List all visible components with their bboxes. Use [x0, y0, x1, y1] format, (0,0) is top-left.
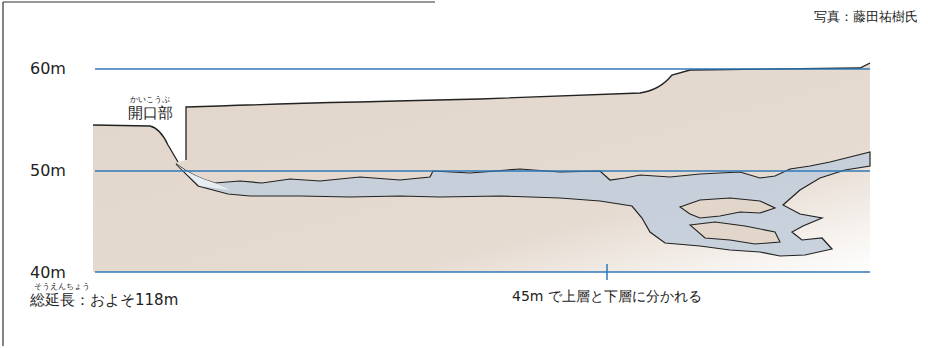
opening-label: 開口部 — [128, 105, 173, 122]
elevation-line — [95, 271, 870, 273]
ruby-text: そうえんちょう — [34, 283, 90, 292]
length-note: 総延長：およそ118m — [30, 292, 178, 309]
cave-passage — [176, 152, 870, 256]
elevation-line — [95, 170, 870, 172]
rock-island — [680, 198, 775, 218]
rock-island — [690, 222, 780, 244]
ruby-text: かいこうぶ — [130, 96, 170, 105]
elevation-label: 40m — [30, 264, 66, 282]
frame-line — [3, 1, 435, 2]
ground-section — [93, 63, 870, 272]
frame-line — [2, 2, 3, 346]
elevation-label: 50m — [30, 162, 66, 180]
branch-tick — [606, 264, 608, 280]
ground-surface — [93, 63, 870, 162]
elevation-label: 60m — [30, 60, 66, 78]
cave-mouth — [176, 164, 230, 190]
elevation-line — [95, 68, 870, 70]
photo-credit: 写真：藤田祐樹氏 — [814, 10, 918, 24]
branch-note: 45m で上層と下層に分かれる — [512, 289, 702, 304]
